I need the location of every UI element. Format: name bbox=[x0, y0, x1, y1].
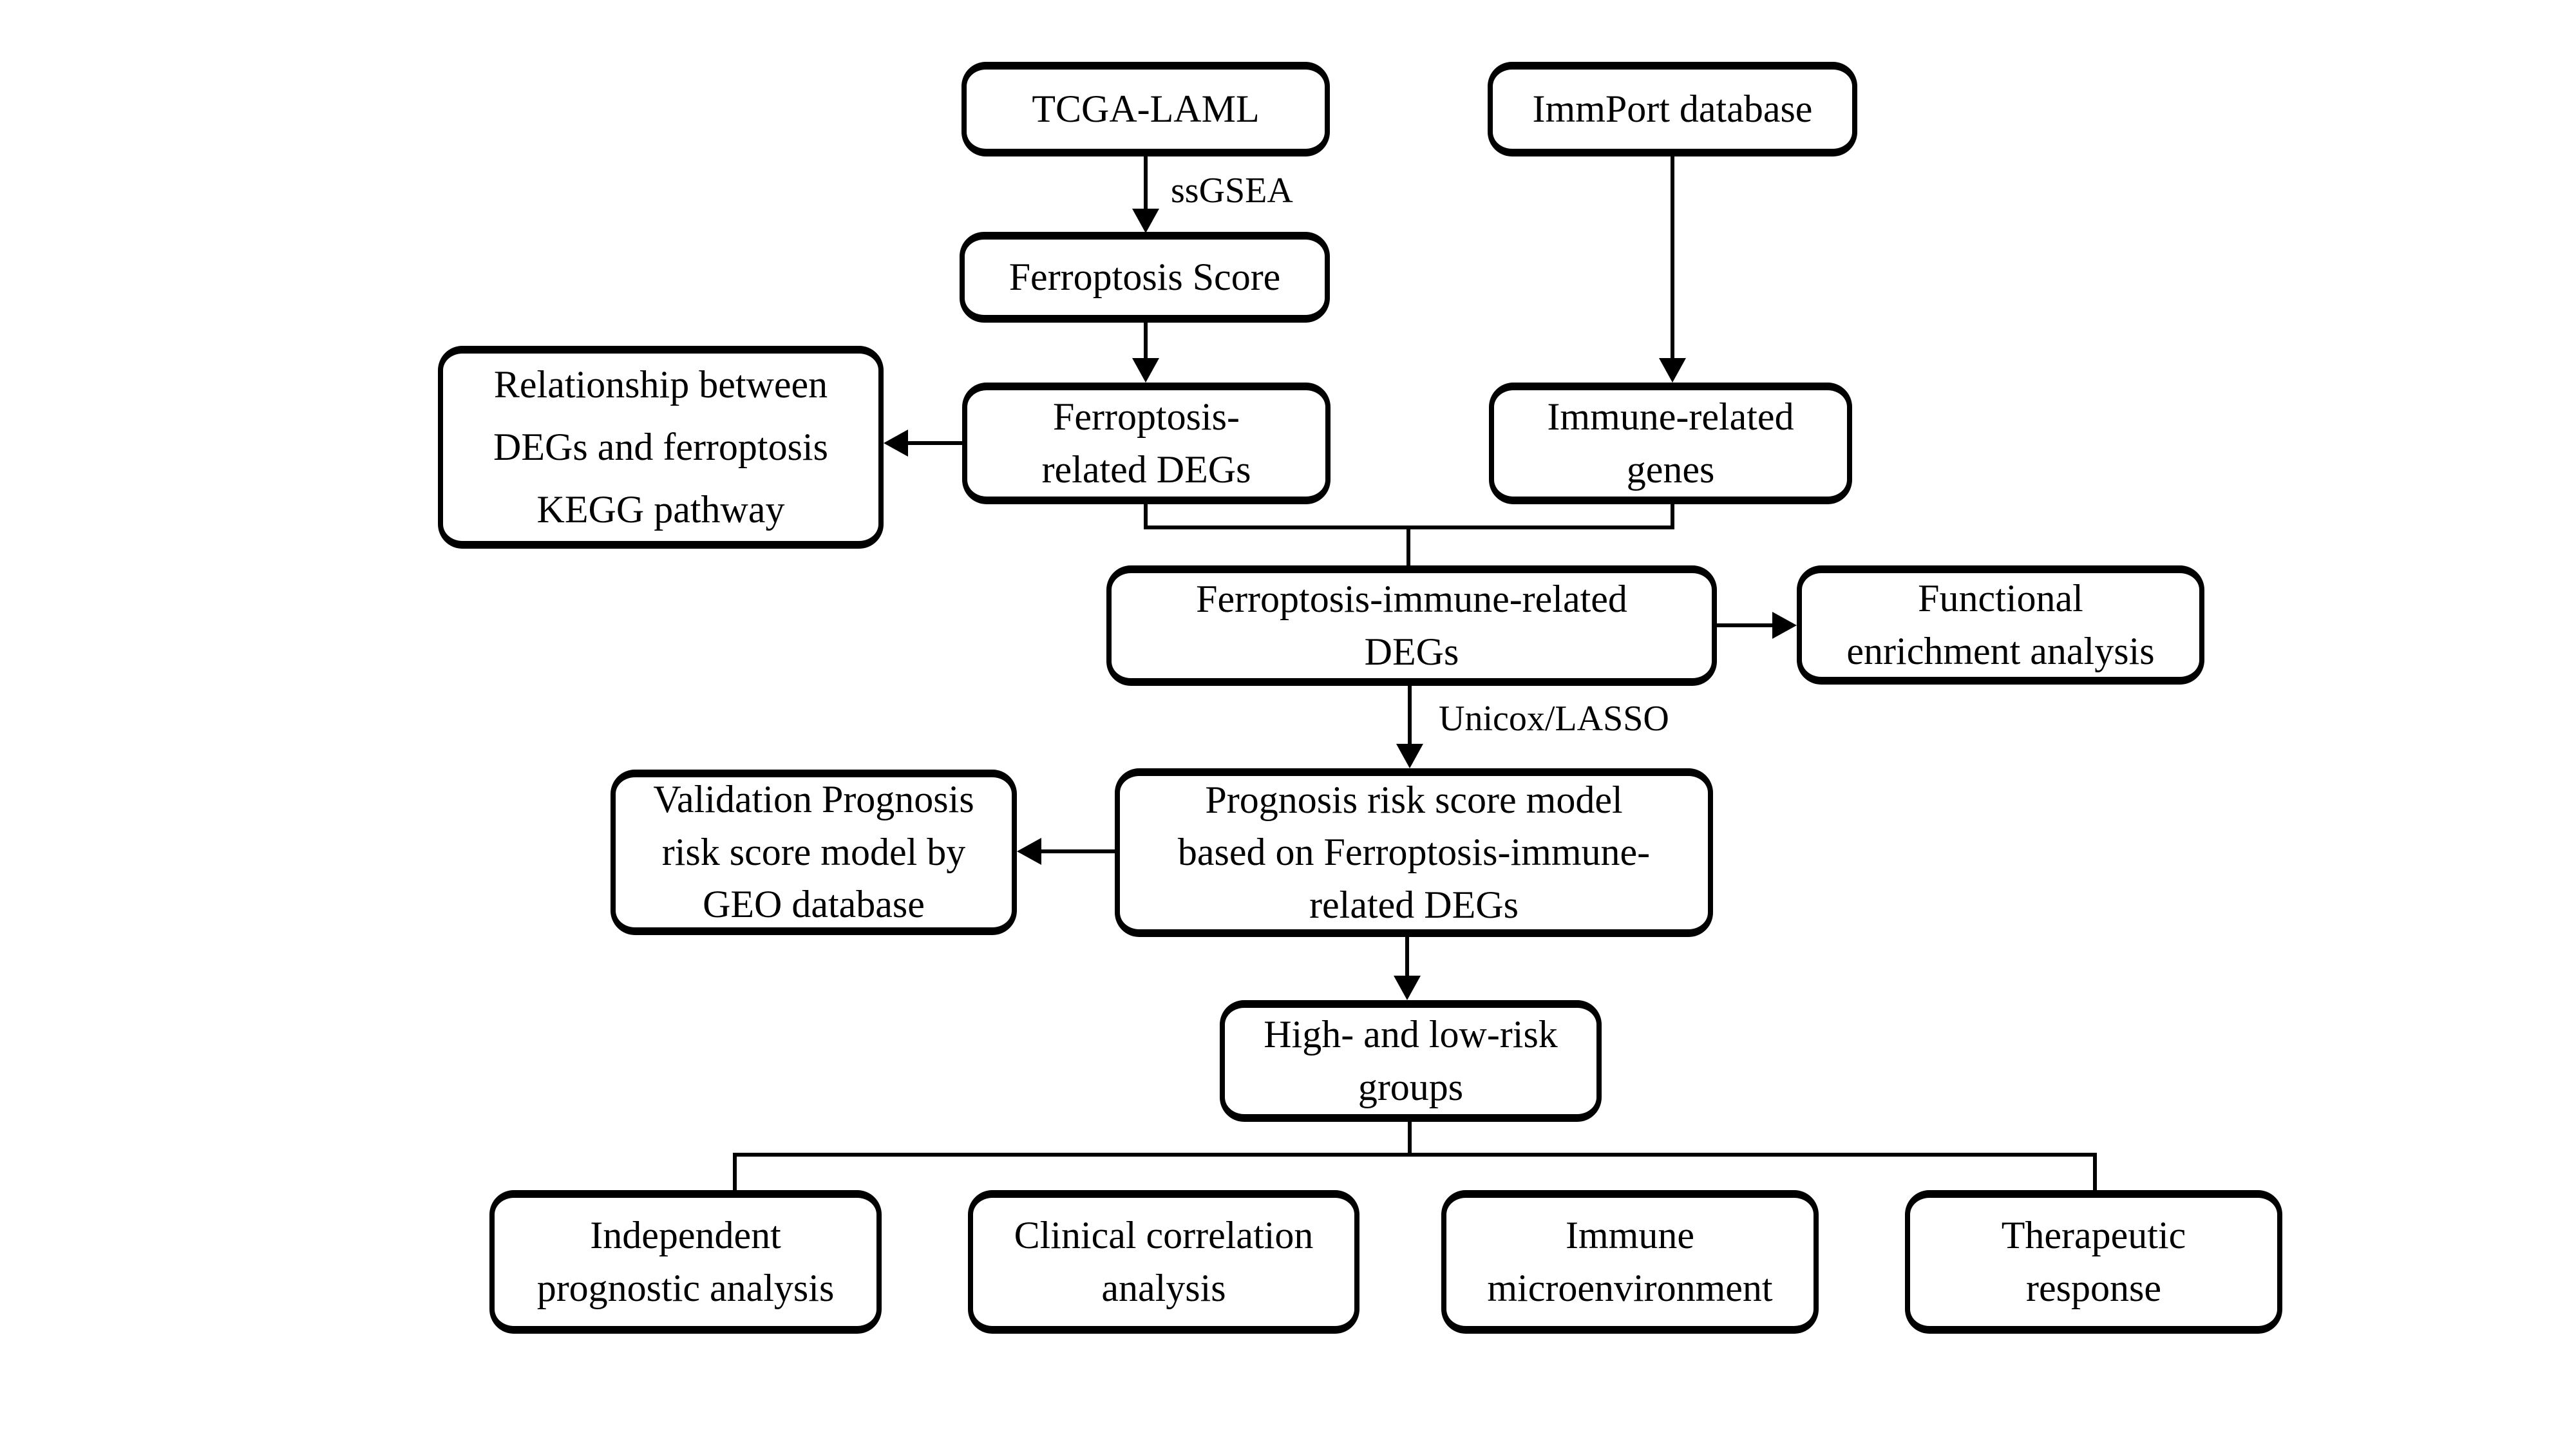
node-tcga-laml: TCGA-LAML bbox=[961, 62, 1330, 156]
connector-merge-left-stub bbox=[1144, 504, 1148, 529]
node-independent-prognostic: Independent prognostic analysis bbox=[489, 1190, 882, 1334]
node-immune-microenvironment: Immune microenvironment bbox=[1441, 1190, 1819, 1334]
connector-merge-center-stub bbox=[1406, 526, 1410, 565]
arrowhead-immport-to-immune-genes bbox=[1659, 358, 1686, 383]
connector-prognosis-to-validation bbox=[1039, 849, 1115, 853]
node-functional-enrichment-label: Functional enrichment analysis bbox=[1846, 576, 2155, 672]
arrowhead-prognosis-to-validation bbox=[1017, 838, 1041, 865]
connector-drop-independent bbox=[733, 1153, 737, 1190]
connector-prognosis-to-groups bbox=[1405, 937, 1409, 978]
connector-degs-to-relationship bbox=[905, 441, 962, 445]
connector-tcga-to-score bbox=[1144, 156, 1148, 213]
node-independent-prognostic-label: Independent prognostic analysis bbox=[536, 1213, 835, 1309]
node-prognosis-risk-model: Prognosis risk score model based on Ferr… bbox=[1115, 768, 1713, 937]
node-immport-database-label: ImmPort database bbox=[1532, 87, 1813, 130]
node-immport-database: ImmPort database bbox=[1488, 62, 1857, 156]
node-functional-enrichment: Functional enrichment analysis bbox=[1797, 565, 2204, 685]
node-ferroptosis-score: Ferroptosis Score bbox=[960, 232, 1330, 323]
connector-drop-therapeutic bbox=[2093, 1153, 2097, 1190]
node-ferroptosis-related-degs-label: Ferroptosis- related DEGs bbox=[1041, 395, 1251, 491]
node-therapeutic-response-label: Therapeutic response bbox=[2001, 1213, 2186, 1309]
arrowhead-degs-to-prognosis bbox=[1396, 744, 1423, 768]
connector-merge-right-stub bbox=[1671, 504, 1674, 529]
node-immune-related-genes-label: Immune-related genes bbox=[1547, 395, 1794, 491]
connector-distribution-bar bbox=[733, 1153, 2097, 1157]
edge-label-unicox-lasso: Unicox/LASSO bbox=[1439, 699, 1669, 739]
node-clinical-correlation: Clinical correlation analysis bbox=[968, 1190, 1359, 1334]
connector-immport-to-immune-genes bbox=[1671, 156, 1674, 363]
node-immune-related-genes: Immune-related genes bbox=[1489, 383, 1852, 504]
arrowhead-degs-to-functional bbox=[1772, 612, 1797, 639]
node-validation-geo: Validation Prognosis risk score model by… bbox=[611, 770, 1017, 935]
connector-score-to-ferroptosis-degs bbox=[1144, 323, 1148, 363]
node-tcga-laml-label: TCGA-LAML bbox=[1032, 87, 1260, 130]
connector-groups-center-stub bbox=[1408, 1122, 1412, 1157]
node-clinical-correlation-label: Clinical correlation analysis bbox=[1014, 1213, 1314, 1309]
node-ferroptosis-immune-degs: Ferroptosis-immune-related DEGs bbox=[1106, 565, 1717, 686]
node-ferroptosis-related-degs: Ferroptosis- related DEGs bbox=[962, 383, 1331, 504]
node-therapeutic-response: Therapeutic response bbox=[1905, 1190, 2282, 1334]
connector-degs-to-prognosis bbox=[1408, 686, 1412, 746]
node-ferroptosis-score-label: Ferroptosis Score bbox=[1009, 255, 1281, 298]
node-high-low-risk-groups-label: High- and low-risk groups bbox=[1264, 1012, 1558, 1108]
node-immune-microenvironment-label: Immune microenvironment bbox=[1487, 1213, 1773, 1309]
node-ferroptosis-immune-degs-label: Ferroptosis-immune-related DEGs bbox=[1196, 577, 1627, 673]
node-relationship-kegg-label: Relationship between DEGs and ferroptosi… bbox=[493, 363, 828, 531]
connector-degs-to-functional bbox=[1717, 623, 1775, 627]
arrowhead-tcga-to-score bbox=[1132, 209, 1159, 233]
node-prognosis-risk-model-label: Prognosis risk score model based on Ferr… bbox=[1177, 778, 1651, 926]
node-validation-geo-label: Validation Prognosis risk score model by… bbox=[653, 778, 974, 926]
node-relationship-kegg: Relationship between DEGs and ferroptosi… bbox=[438, 346, 884, 549]
edge-label-ssgsea: ssGSEA bbox=[1171, 171, 1293, 211]
node-high-low-risk-groups: High- and low-risk groups bbox=[1220, 1000, 1602, 1122]
arrowhead-prognosis-to-groups bbox=[1394, 976, 1421, 1000]
arrowhead-score-to-ferroptosis-degs bbox=[1132, 358, 1159, 383]
arrowhead-degs-to-relationship bbox=[884, 430, 908, 457]
